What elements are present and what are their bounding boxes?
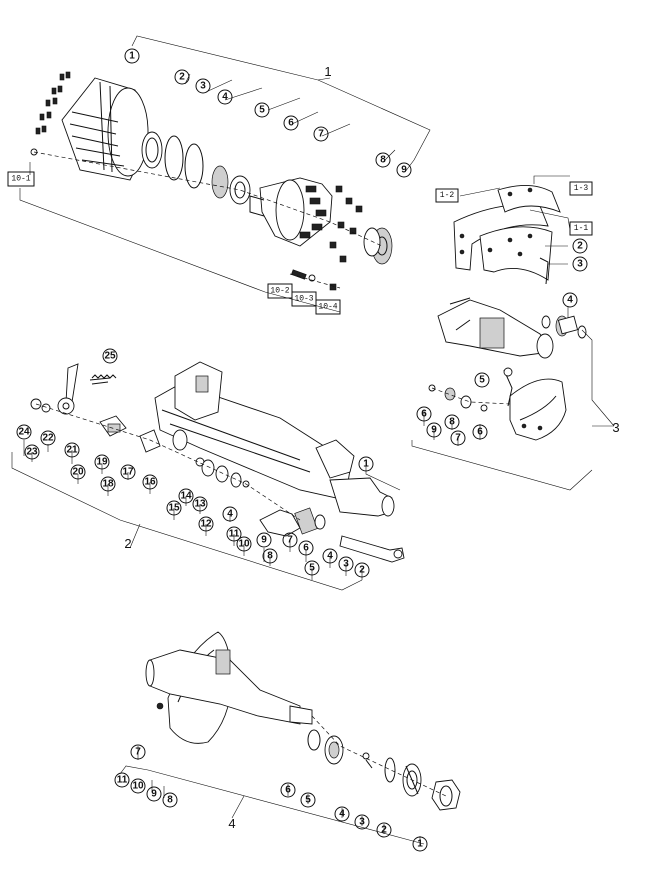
callout-label: 2 (381, 825, 387, 836)
callout-label: 12 (200, 519, 212, 530)
small-bolt-set (289, 269, 341, 291)
callout-label: 14 (180, 491, 192, 502)
callout-label: 7 (135, 747, 141, 758)
brake-drum (61, 77, 151, 181)
callout-label: 8 (167, 795, 173, 806)
callout-label: 1 (363, 459, 369, 470)
group-2-axle-beam: 25 24 22 23 21 20 19 18 17 16 15 14 13 (11, 348, 405, 591)
o-ring (384, 757, 396, 783)
callout-label: 16 (144, 477, 156, 488)
wheel-bolts-left (30, 71, 71, 156)
callout-label: 21 (66, 445, 78, 456)
wheel-studs (329, 185, 363, 263)
brake-lining (453, 185, 561, 281)
outer-bearing (363, 227, 393, 265)
callout-label: 2 (179, 72, 185, 83)
group-1-hub-assembly: 1 2 3 4 5 6 7 8 9 10-1 10-2 10-3 (7, 35, 431, 315)
callout-label: 3 (359, 817, 365, 828)
callout-label: 4 (327, 551, 333, 562)
return-spring (91, 374, 117, 379)
callout-label: 6 (288, 118, 294, 129)
oil-seal (141, 131, 163, 169)
group-1-callouts: 1 2 3 4 5 6 7 8 9 (124, 48, 412, 178)
callout-label: 7 (287, 535, 293, 546)
brake-shoe (509, 378, 567, 441)
group-2-callouts: 25 24 22 23 21 20 19 18 17 16 15 14 13 (16, 348, 374, 578)
callout-label: 25 (104, 351, 116, 362)
slack-adjuster (57, 363, 111, 415)
callout-label: 7 (455, 433, 461, 444)
callout-label: 9 (261, 535, 267, 546)
callout-label: 9 (151, 789, 157, 800)
callout-label: 3 (200, 81, 206, 92)
callout-label: 24 (18, 427, 30, 438)
callout-label: 10 (132, 781, 144, 792)
callout-label: 4 (227, 509, 233, 520)
callout-label: 17 (122, 467, 134, 478)
callout-label: 4 (339, 809, 345, 820)
box-label-1-3: 1-3 (574, 184, 589, 193)
callout-label: 6 (285, 785, 291, 796)
callout-label: 3 (343, 559, 349, 570)
group-number-4: 4 (228, 816, 235, 831)
group-number-2: 2 (124, 536, 131, 551)
callout-label: 8 (449, 417, 455, 428)
callout-label: 10 (238, 539, 250, 550)
callout-label: 5 (305, 795, 311, 806)
callout-label: 23 (26, 447, 38, 458)
box-label-10-1: 10-1 (11, 175, 30, 184)
axle-spindle (145, 649, 313, 725)
callout-label: 13 (194, 499, 206, 510)
callout-label: 19 (96, 457, 108, 468)
callout-label: 8 (267, 551, 273, 562)
callout-label: 9 (431, 425, 437, 436)
callout-label: 5 (309, 563, 315, 574)
callout-label: 5 (479, 375, 485, 386)
group-1-boxes: 10-1 10-2 10-3 10-4 (7, 171, 341, 315)
box-label-10-3: 10-3 (294, 295, 313, 304)
box-label-10-4: 10-4 (318, 303, 337, 312)
callout-label: 1 (129, 51, 135, 62)
callout-label: 2 (359, 565, 365, 576)
callout-label: 18 (102, 479, 114, 490)
o-ring-large (164, 135, 184, 181)
group-3-brake-assembly: 1-2 1-3 1-1 2 3 4 (411, 175, 620, 491)
group-number-1: 1 (324, 64, 331, 79)
callout-label: 3 (577, 259, 583, 270)
callout-label: 5 (259, 105, 265, 116)
callout-label: 2 (577, 241, 583, 252)
callout-label: 22 (42, 433, 54, 444)
callout-label: 15 (168, 503, 180, 514)
box-label-1-2: 1-2 (440, 191, 455, 200)
callout-label: 1 (417, 839, 423, 850)
wheel-hub (249, 177, 333, 247)
callout-label: 11 (117, 775, 128, 786)
callout-label: 7 (318, 129, 324, 140)
hub-bearing-assy (324, 735, 344, 765)
group-number-3: 3 (612, 420, 619, 435)
group-4-axle-disc: 7 11 10 9 8 6 5 4 3 2 1 4 (114, 631, 461, 852)
callout-label: 11 (229, 529, 240, 540)
box-label-1-1: 1-1 (574, 224, 589, 233)
box-label-10-2: 10-2 (270, 287, 289, 296)
callout-circle (124, 48, 140, 64)
callout-label: 6 (477, 427, 483, 438)
axle-brake-housing (437, 297, 554, 359)
callout-label: 20 (72, 467, 84, 478)
callout-label: 9 (401, 165, 407, 176)
hub-cap (431, 779, 461, 811)
seal-ring (307, 729, 321, 751)
callout-label: 8 (380, 155, 386, 166)
callout-label: 6 (421, 409, 427, 420)
callout-label: 4 (567, 295, 573, 306)
callout-label: 4 (222, 92, 228, 103)
ring-gasket (184, 143, 204, 189)
camshaft (259, 507, 405, 563)
axle-beam (154, 361, 395, 517)
callout-label: 6 (303, 543, 309, 554)
inner-bearing (211, 165, 251, 205)
